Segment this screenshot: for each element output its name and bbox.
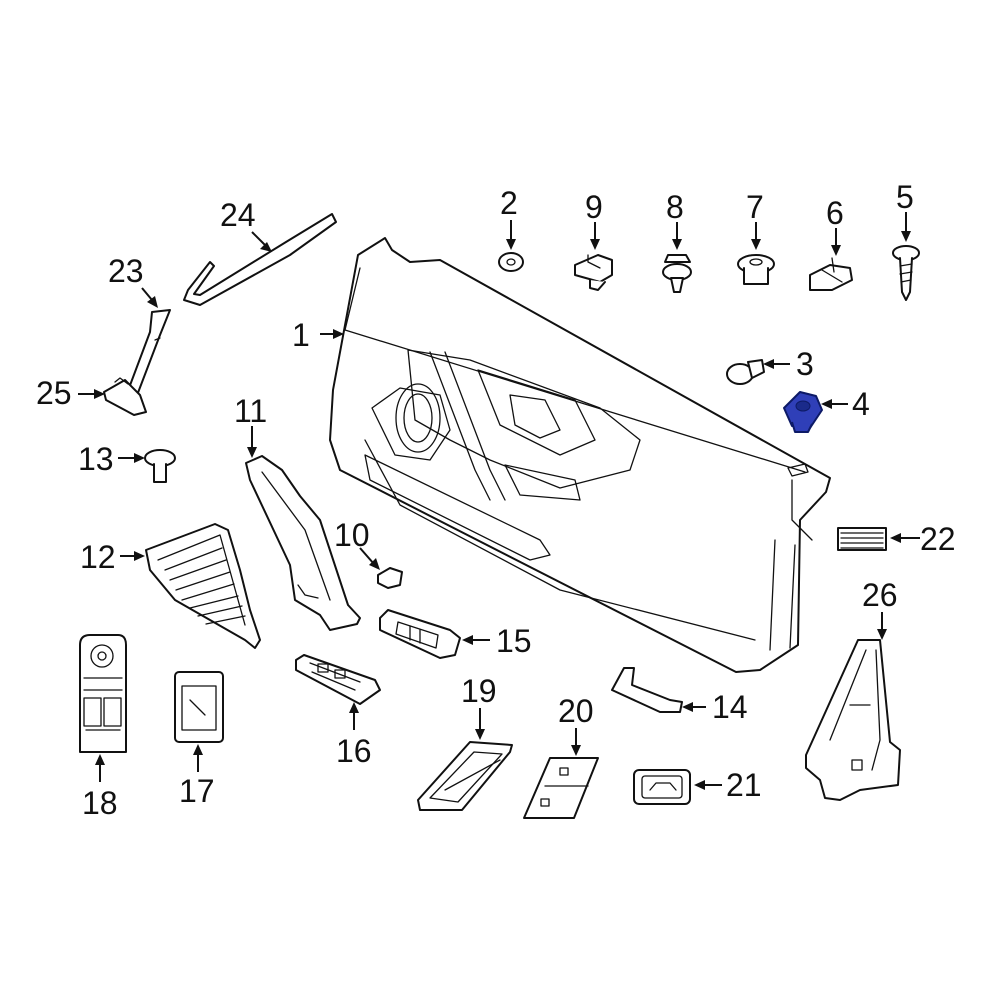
part-18-switch-block[interactable] (79, 634, 127, 753)
callout-23: 23 (108, 253, 144, 289)
callout-10: 10 (334, 517, 370, 553)
callout-7: 7 (746, 189, 764, 225)
part-13-screw[interactable] (144, 449, 176, 483)
callout-1: 1 (292, 317, 310, 353)
leader-lines (78, 212, 920, 790)
part-25-block[interactable] (103, 377, 147, 416)
part-6-clip[interactable] (809, 257, 853, 291)
part-24-seal-strip[interactable] (183, 213, 337, 306)
callout-4: 4 (852, 386, 870, 422)
part-3-clip[interactable] (726, 359, 765, 385)
part-26-trim-bracket[interactable] (805, 639, 901, 801)
part-15-switch-panel[interactable] (379, 609, 461, 659)
callout-21: 21 (726, 767, 762, 803)
part-21-trunk-switch[interactable] (633, 769, 691, 805)
callout-22: 22 (920, 521, 956, 557)
part-12-speaker-grille[interactable] (145, 523, 261, 649)
callout-16: 16 (336, 733, 372, 769)
callout-24: 24 (220, 197, 256, 233)
callout-labels: 1 2 3 4 5 6 7 8 9 10 11 12 13 14 15 16 1… (36, 179, 956, 821)
part-5-screw[interactable] (892, 245, 920, 301)
callout-19: 19 (461, 673, 497, 709)
part-16-window-switch[interactable] (295, 654, 381, 705)
callout-12: 12 (80, 539, 116, 575)
part-11-armrest-trim[interactable] (245, 455, 361, 631)
callout-9: 9 (585, 189, 603, 225)
callout-20: 20 (558, 693, 594, 729)
part-17-single-switch[interactable] (174, 671, 224, 743)
callout-5: 5 (896, 179, 914, 215)
part-9-clip[interactable] (574, 254, 613, 291)
callout-25: 25 (36, 375, 72, 411)
callout-14: 14 (712, 689, 748, 725)
callout-8: 8 (666, 189, 684, 225)
part-14-tray[interactable] (611, 667, 683, 713)
callout-17: 17 (179, 773, 215, 809)
callout-18: 18 (82, 785, 118, 821)
part-4-highlighted-switch[interactable] (783, 391, 823, 433)
callout-15: 15 (496, 623, 532, 659)
part-8-push-pin[interactable] (662, 254, 692, 293)
part-10-small-clip[interactable] (377, 567, 403, 589)
part-20-lock-switch[interactable] (523, 757, 599, 819)
callout-13: 13 (78, 441, 114, 477)
callout-11: 11 (234, 393, 267, 429)
part-1-door-trim-panel[interactable] (329, 237, 831, 673)
part-19-switch-bezel[interactable] (417, 741, 513, 811)
callout-3: 3 (796, 346, 814, 382)
part-23-bracket[interactable] (125, 309, 171, 399)
callout-6: 6 (826, 195, 844, 231)
callout-26: 26 (862, 577, 898, 613)
part-2-washer[interactable] (498, 252, 524, 272)
part-22-vent-grille[interactable] (837, 527, 887, 551)
part-7-grommet[interactable] (737, 254, 775, 285)
callout-2: 2 (500, 185, 518, 221)
